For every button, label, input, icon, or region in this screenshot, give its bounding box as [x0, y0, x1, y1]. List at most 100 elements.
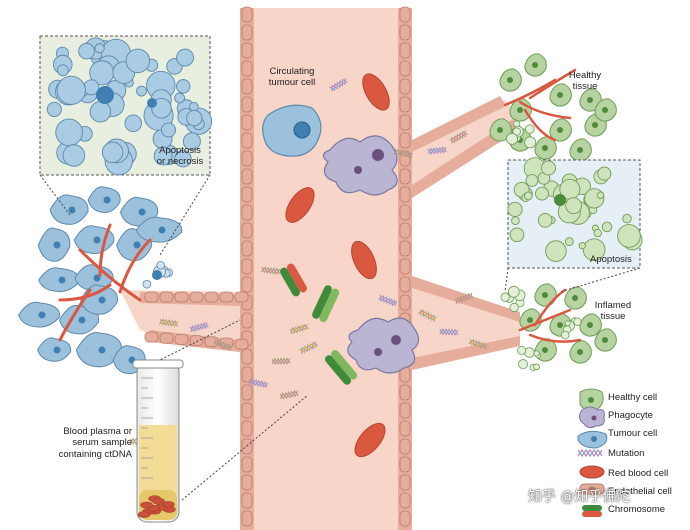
tumour-cell-nucleus — [103, 196, 111, 204]
label-blood-sample: Blood plasma or serum sample containing … — [58, 426, 132, 460]
capillary — [58, 223, 152, 342]
tumour-cell-nucleus — [58, 276, 66, 284]
healthy-cell-nucleus — [517, 107, 523, 113]
apoptotic-body — [136, 85, 147, 97]
red-blood-cell — [351, 240, 377, 280]
apoptotic-body — [524, 347, 535, 358]
apoptotic-body — [533, 363, 540, 371]
apoptotic-body — [523, 191, 533, 201]
apoptotic-body — [62, 144, 86, 167]
label-apoptosis-or-necrosis: Apoptosis or necrosis — [156, 145, 204, 168]
endothelial-cell — [399, 492, 411, 509]
phagocyte-icon — [578, 406, 605, 429]
dna-fragment — [454, 292, 474, 304]
endothelial-cell — [399, 168, 411, 185]
endothelial-cell — [241, 204, 253, 221]
endothelial-cell — [241, 258, 253, 275]
legend-item-mutation: Mutation — [608, 448, 645, 459]
apoptotic-body — [125, 48, 151, 74]
endothelial-cell — [219, 291, 234, 303]
endothelial-cell — [399, 60, 411, 77]
apoptotic-body — [56, 64, 69, 77]
apoptotic-body — [94, 43, 105, 54]
endothelial-cell — [399, 132, 411, 149]
legend-item-chromosome: Chromosome — [608, 504, 666, 515]
dna-fragment — [449, 130, 468, 144]
healthy-cell-nucleus — [532, 62, 538, 68]
phagocyte-upper — [322, 135, 398, 196]
endothelial-cell — [144, 331, 159, 343]
apoptotic-body — [507, 201, 523, 217]
endothelial-cell — [241, 348, 253, 365]
healthy-cell-nucleus — [592, 122, 598, 128]
tumour-cell-nucleus — [96, 86, 114, 104]
apoptotic-body — [622, 213, 632, 224]
red-blood-cell-icon — [579, 465, 605, 479]
endothelial-cell — [399, 78, 411, 95]
healthy-cell-nucleus — [542, 347, 548, 353]
apoptotic-body — [56, 75, 86, 105]
endothelial-cell — [241, 402, 253, 419]
legend-item-healthy-cell: Healthy cell — [608, 392, 658, 403]
endothelial-cell — [399, 204, 411, 221]
tumour-cell-nucleus — [98, 296, 106, 304]
apoptotic-body — [540, 160, 556, 176]
endothelial-cell — [241, 240, 253, 257]
capillary — [518, 288, 582, 343]
endothelial-cell — [399, 510, 411, 527]
endothelial-cell — [241, 6, 253, 23]
apoptotic-body — [597, 166, 612, 181]
capillary — [503, 68, 577, 142]
right-upper-branch-vessel — [412, 96, 522, 198]
apoptotic-body — [560, 330, 570, 340]
endothelial-cell — [399, 438, 411, 455]
endothelial-cell — [399, 276, 411, 293]
tumour-cell-nucleus — [138, 208, 146, 216]
endothelial-cell — [399, 294, 411, 311]
healthy-cell-nucleus — [554, 194, 566, 206]
endothelial-cell — [399, 420, 411, 437]
apoptotic-body — [525, 124, 535, 134]
apoptotic-body — [500, 292, 510, 302]
dna-fragment — [189, 322, 209, 333]
endothelial-cell — [241, 438, 253, 455]
apoptotic-body — [518, 359, 529, 370]
apoptotic-body — [142, 279, 152, 289]
tumour-cell-nucleus — [53, 241, 61, 249]
tumour-cell-nucleus — [147, 98, 157, 108]
apoptotic-body — [101, 141, 124, 163]
apoptotic-body — [46, 101, 62, 117]
dna-fragment — [468, 338, 488, 350]
apoptotic-body — [533, 350, 540, 357]
dna-fragment — [299, 341, 319, 354]
endothelial-cell — [241, 168, 253, 185]
dna-fragment — [427, 146, 447, 155]
apoptotic-body — [511, 216, 520, 226]
apoptotic-body — [537, 212, 553, 228]
endothelial-cell — [399, 42, 411, 59]
endothelial-cell — [241, 60, 253, 77]
blood-sample-tube — [132, 319, 309, 523]
endothelial-cell — [241, 96, 253, 113]
endothelial-cell — [399, 114, 411, 131]
healthy-cell-nucleus — [577, 349, 583, 355]
apoptotic-body — [506, 132, 519, 145]
apoptotic-body — [593, 228, 602, 238]
legend-icons — [577, 388, 608, 517]
endothelial-cell — [399, 474, 411, 491]
endothelial-cell — [399, 258, 411, 275]
apoptotic-body — [174, 92, 185, 104]
endothelial-cell — [399, 6, 411, 23]
tumour-cell-nucleus — [93, 236, 101, 244]
apoptotic-body — [564, 320, 571, 327]
healthy-tissue — [489, 53, 617, 162]
red-blood-cell — [137, 511, 151, 518]
label-circulating-tumour-cell: Circulating tumour cell — [268, 66, 316, 89]
inset-apoptosis — [504, 157, 643, 293]
apoptotic-body — [545, 240, 567, 262]
dna-fragment — [158, 318, 179, 328]
dna-fragment — [271, 357, 291, 366]
dna-fragment — [279, 390, 299, 400]
healthy-cell-nucleus — [497, 127, 503, 133]
